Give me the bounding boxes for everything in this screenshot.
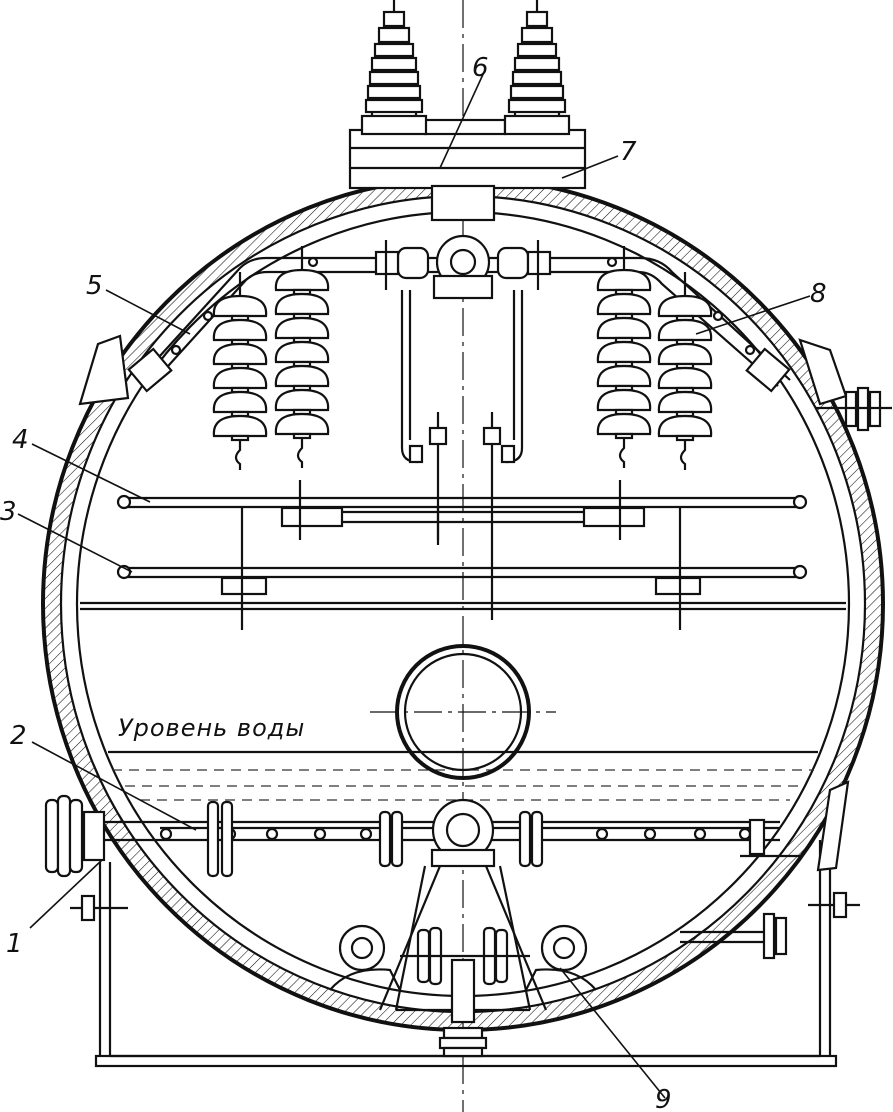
- callout-8: 8: [810, 279, 827, 309]
- callout-labels: 1 2 3 4 5 6 7 8 9 Уровень воды: [0, 53, 827, 1112]
- top-disconnector: [374, 234, 552, 620]
- insulator-string: [596, 246, 652, 468]
- suspension-insulators: [212, 246, 713, 470]
- insulator-string: [657, 272, 713, 470]
- lower-rail: [44, 794, 800, 878]
- callout-4: 4: [12, 425, 29, 455]
- callout-5: 5: [86, 271, 103, 301]
- callout-1: 1: [6, 929, 23, 959]
- bushing-right: [503, 0, 571, 136]
- insulator-string: [212, 272, 268, 470]
- bottom-support: [329, 386, 892, 1058]
- insulator-string: [274, 246, 330, 468]
- water-level-label: Уровень воды: [118, 714, 305, 742]
- callout-6: 6: [472, 53, 489, 83]
- callout-3: 3: [0, 497, 17, 527]
- callout-7: 7: [620, 137, 637, 167]
- callout-2: 2: [10, 721, 27, 751]
- callout-9: 9: [655, 1085, 672, 1112]
- bus-bars: [116, 480, 808, 630]
- bushing-left: [360, 0, 428, 136]
- callout-leaders: [17, 69, 811, 1099]
- top-bushings: [348, 0, 587, 222]
